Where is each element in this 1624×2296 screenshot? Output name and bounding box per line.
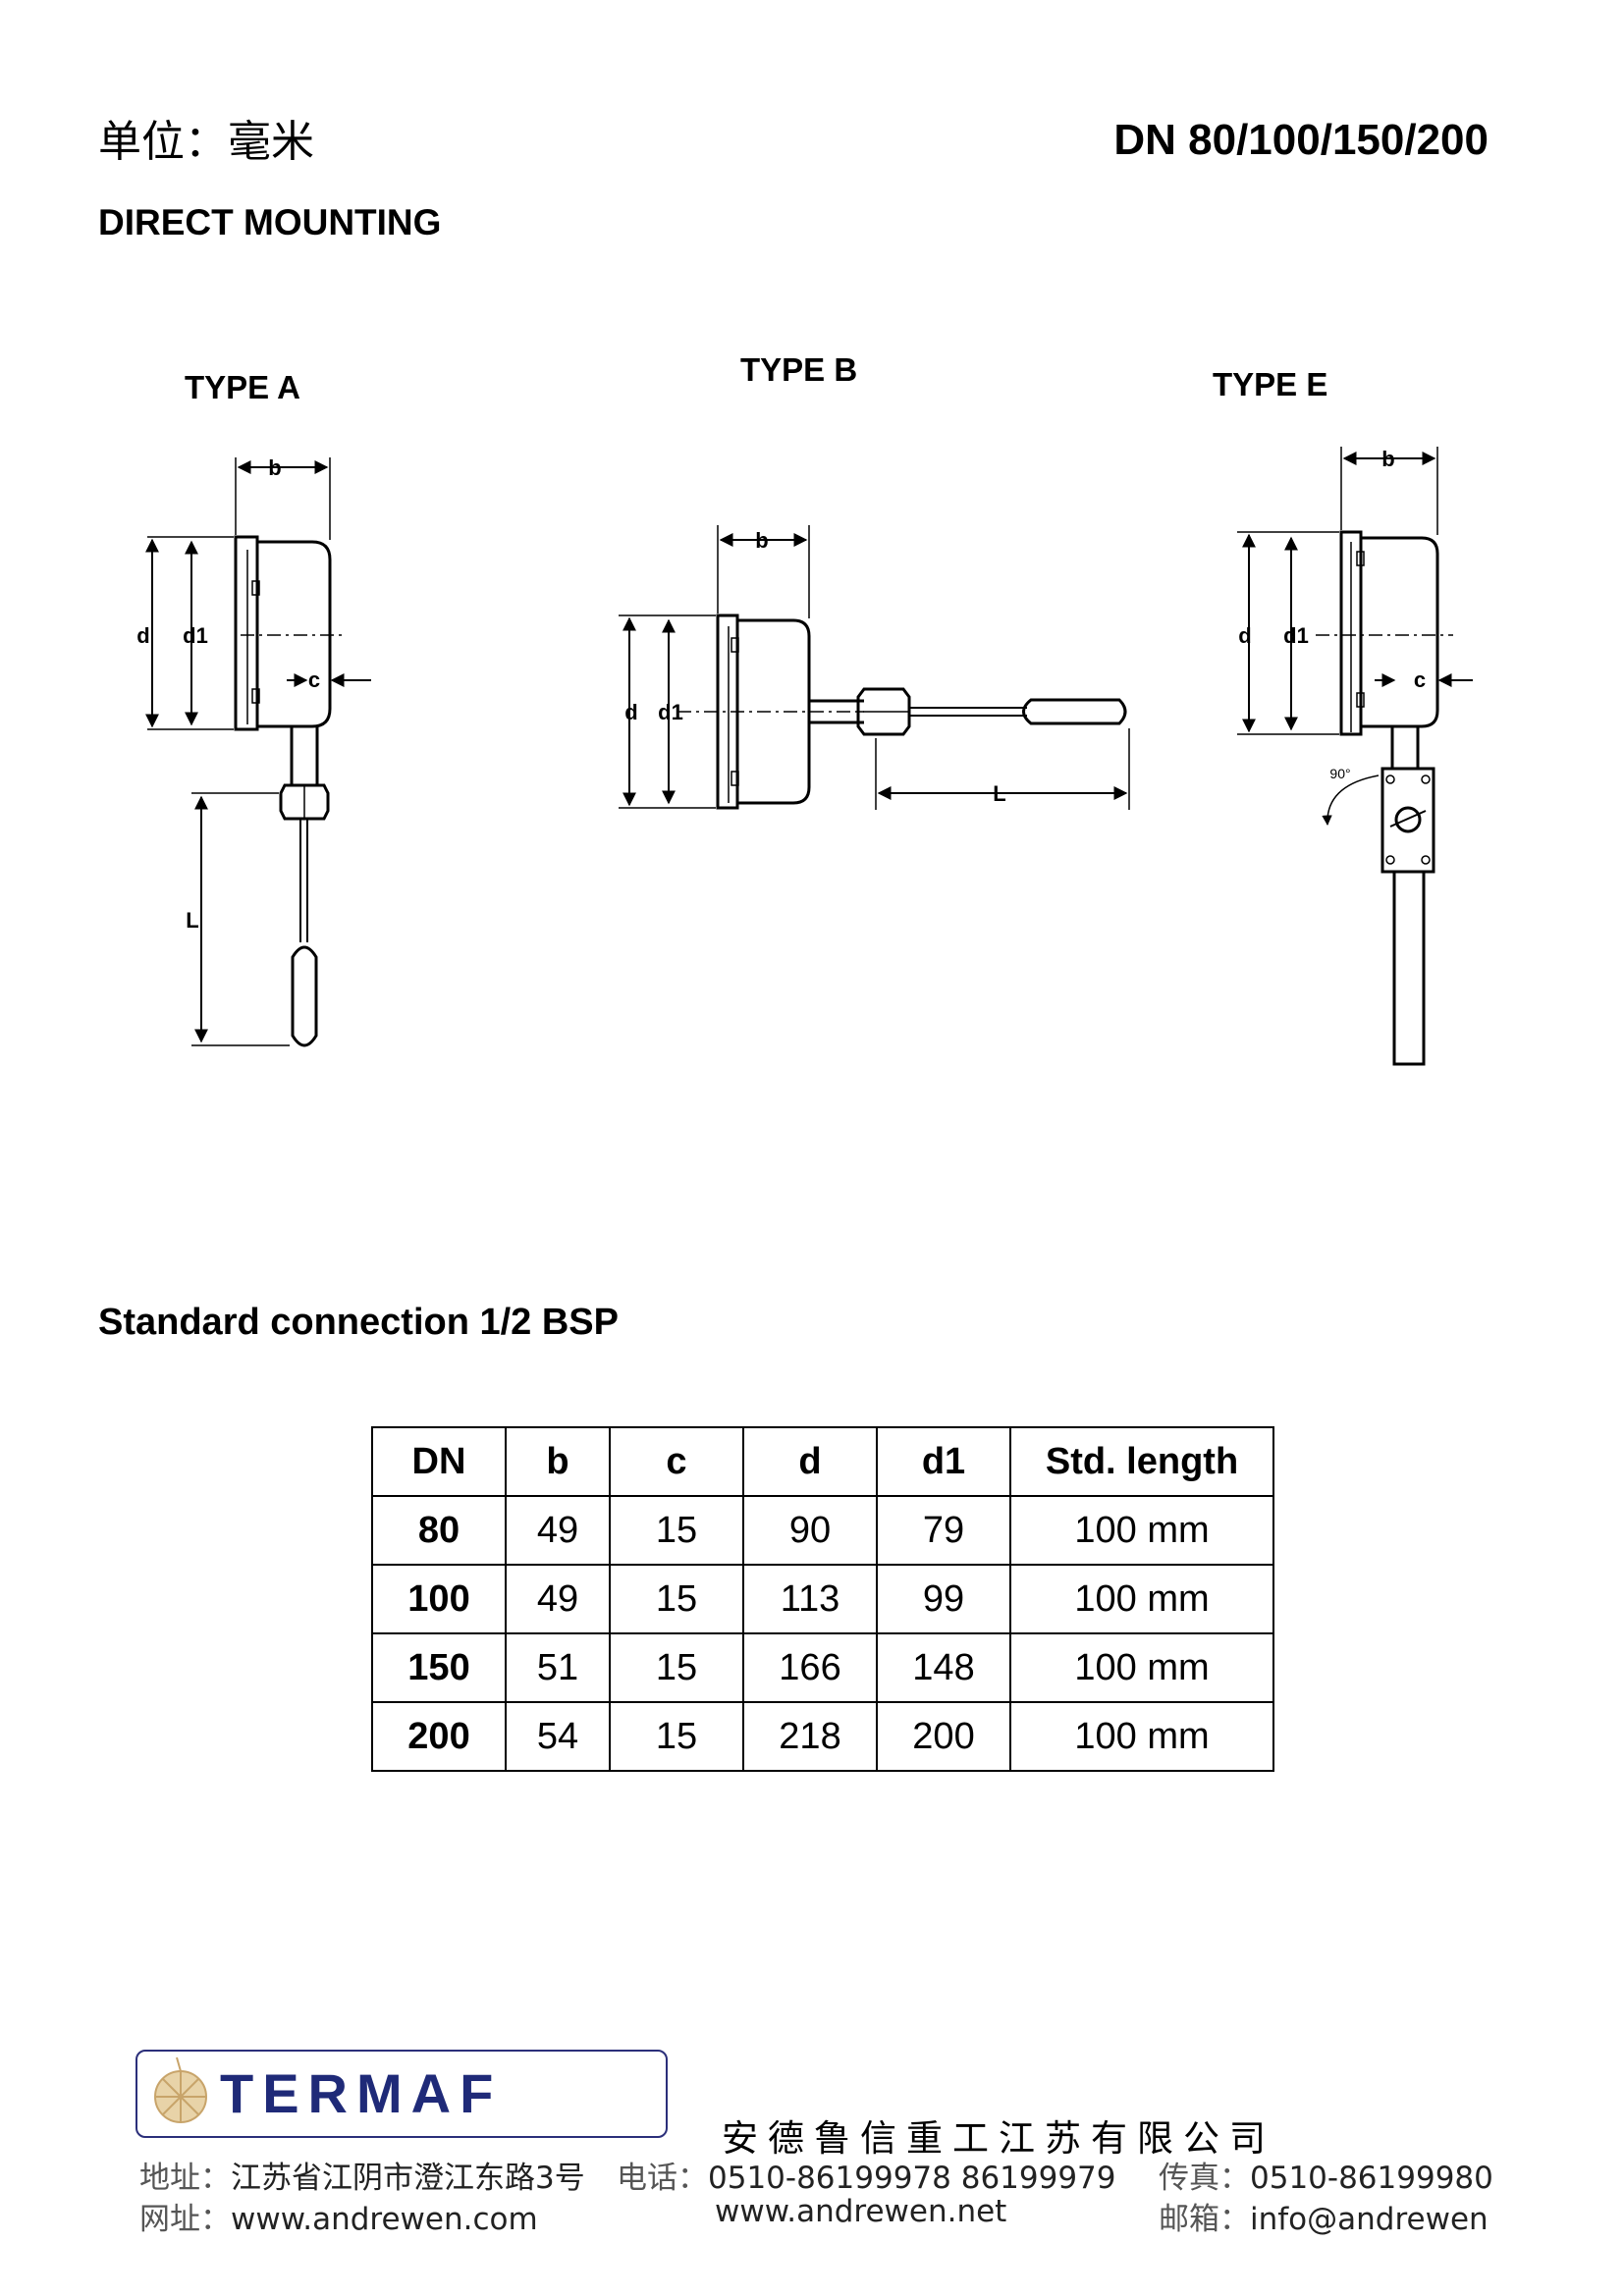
cell-d: 90 [742,1495,878,1566]
company-name: 安德鲁信重工江苏有限公司 [722,2117,1275,2160]
dn-heading: DN 80/100/150/200 [1113,116,1489,164]
footer-fax: 传真：0510-86199980 [1159,2153,1493,2197]
web-label: 网址： [139,2202,231,2237]
cell-std-length: 100 mm [1009,1495,1274,1566]
type-e-dim-d: d [1238,623,1251,648]
type-a-drawing [145,457,371,1047]
header-d1: d1 [876,1426,1011,1497]
table-header-row: DN b c d d1 Std. length [371,1426,1274,1497]
logo-text: TERMAF [220,2062,502,2124]
phone-value: 0510-86199978 86199979 [708,2161,1116,2196]
type-a-dim-d: d [136,623,149,648]
cell-c: 15 [609,1495,744,1566]
cell-d: 166 [742,1632,878,1703]
cell-std-length: 100 mm [1009,1632,1274,1703]
fax-value: 0510-86199980 [1250,2161,1493,2196]
type-a-label: TYPE A [185,369,300,405]
mounting-drawings: b d d1 c L b [136,447,1473,1066]
footer-phone: 电话：0510-86199978 86199979 [617,2153,1116,2197]
header-b: b [505,1426,611,1497]
type-e-label: TYPE E [1213,366,1328,402]
email-link[interactable]: info@andrewen [1250,2202,1489,2237]
type-b-dim-b: b [755,528,768,553]
table-row: 80 49 15 90 79 100 mm [371,1495,1274,1566]
header-d: d [742,1426,878,1497]
cell-c: 15 [609,1564,744,1634]
cell-c: 15 [609,1632,744,1703]
fax-label: 传真： [1159,2161,1250,2196]
cell-c: 15 [609,1701,744,1772]
type-a-dim-d1: d1 [183,623,208,648]
type-b-dim-d1: d1 [658,700,683,724]
header-std-length: Std. length [1009,1426,1274,1497]
logo-emblem-icon: TERMAF [154,2056,502,2124]
phone-label: 电话： [617,2161,708,2196]
cell-b: 54 [505,1701,611,1772]
cell-d1: 99 [876,1564,1011,1634]
termaf-logo: TERMAF [135,2050,668,2138]
standard-connection: Standard connection 1/2 BSP [98,1302,619,1343]
cell-dn: 80 [371,1495,507,1566]
cell-d1: 200 [876,1701,1011,1772]
table-row: 100 49 15 113 99 100 mm [371,1564,1274,1634]
address-value: 江苏省江阴市澄江东路3号 [231,2161,585,2196]
type-e-dim-b: b [1381,447,1394,471]
unit-label: 单位：毫米 [98,117,314,167]
type-a-dim-c: c [308,667,320,692]
cell-dn: 150 [371,1632,507,1703]
cell-d: 218 [742,1701,878,1772]
cell-d1: 148 [876,1632,1011,1703]
cell-dn: 200 [371,1701,507,1772]
type-b-label: TYPE B [740,351,858,388]
cell-d: 113 [742,1564,878,1634]
type-b-dim-l: L [993,781,1005,806]
cell-b: 49 [505,1495,611,1566]
type-a-dim-l: L [186,908,198,933]
type-e-dim-c: c [1414,667,1426,692]
email-label: 邮箱： [1159,2202,1250,2237]
web1-link[interactable]: www.andrewen.com [231,2202,538,2237]
type-b-drawing [619,525,1130,810]
header-c: c [609,1426,744,1497]
cell-std-length: 100 mm [1009,1701,1274,1772]
type-e-angle: 90° [1329,766,1350,781]
type-b-dim-d: d [624,700,637,724]
footer-address: 地址：江苏省江阴市澄江东路3号 [139,2153,585,2197]
cell-b: 51 [505,1632,611,1703]
address-label: 地址： [139,2161,231,2196]
footer-website: 网址：www.andrewen.com [139,2194,538,2238]
mounting-title: DIRECT MOUNTING [98,202,442,242]
cell-dn: 100 [371,1564,507,1634]
table-row: 150 51 15 166 148 100 mm [371,1632,1274,1703]
spec-table: DN b c d d1 Std. length 80 49 15 90 79 1… [371,1426,1274,1772]
cell-b: 49 [505,1564,611,1634]
header-dn: DN [371,1426,507,1497]
footer-email: 邮箱：info@andrewen [1159,2194,1489,2238]
type-e-dim-d1: d1 [1283,623,1309,648]
type-e-drawing [1237,447,1473,1066]
type-a-dim-b: b [268,455,281,480]
cell-d1: 79 [876,1495,1011,1566]
table-row: 200 54 15 218 200 100 mm [371,1701,1274,1772]
web2-link[interactable]: www.andrewen.net [715,2194,1007,2229]
cell-std-length: 100 mm [1009,1564,1274,1634]
